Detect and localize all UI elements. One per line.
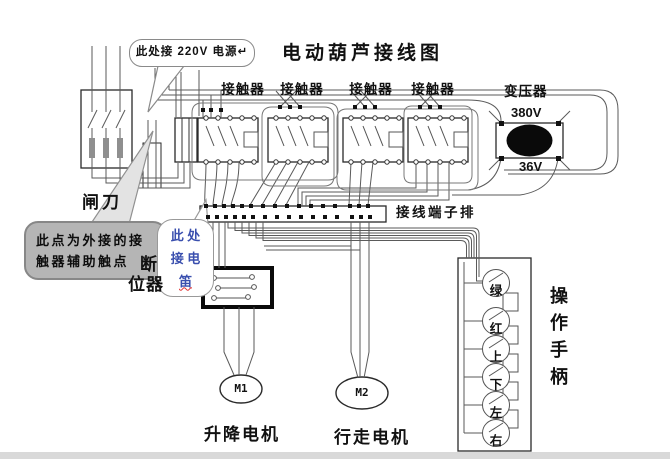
transformer-label: 变压器	[504, 84, 548, 99]
wires	[87, 46, 619, 434]
horn-callout-line1: 此 处	[170, 228, 201, 243]
limiter-label-line2: 位器	[128, 275, 164, 294]
motor-m2-body	[335, 376, 389, 410]
aux-contact-callout: 此点为外接的接触器辅助触点	[24, 221, 167, 280]
transformer-core	[506, 124, 553, 157]
footer-gray-band	[0, 452, 670, 459]
power-callout: 此处接 220V 电源↵	[129, 39, 255, 67]
terminal-strip-box	[199, 205, 387, 223]
button-green-label: 绿	[489, 284, 503, 298]
voltage-36-label: 36V	[519, 159, 543, 174]
terminal-strip-dots	[204, 204, 372, 219]
horn-callout: 此 处 接 电 笛	[157, 219, 214, 297]
contactor-3-label: 接触器	[349, 82, 393, 97]
button-up-label: 上	[489, 350, 503, 364]
button-red-label: 红	[489, 322, 503, 336]
knife-switch-label: 闸刀	[82, 193, 122, 212]
transformer-terminals	[499, 121, 561, 161]
contactor-4-label: 接触器	[411, 82, 455, 97]
handle-label: 操作手柄	[548, 286, 568, 394]
limiter-label-line1: 断	[140, 255, 157, 274]
wire-loops	[191, 102, 479, 191]
voltage-380-label: 380V	[511, 105, 542, 120]
contactor-1-label: 接触器	[221, 82, 265, 97]
contactor-2-label: 接触器	[280, 82, 324, 97]
contactor-input-block	[174, 117, 198, 163]
motor2-tag: M2	[355, 386, 369, 399]
terminal-strip-label: 接线端子排	[396, 205, 476, 220]
horn-callout-line3: 笛	[178, 273, 192, 289]
button-left-label: 左	[489, 406, 503, 420]
motor1-tag: M1	[234, 382, 248, 395]
contactor-1-top-dots	[201, 108, 223, 112]
fuse-2	[103, 138, 109, 158]
motor2-name-label: 行走电机	[334, 428, 410, 447]
fuse-3	[117, 138, 123, 158]
motor1-name-label: 升降电机	[204, 425, 280, 444]
power-callout-tail	[147, 65, 186, 113]
fuse-1	[89, 138, 95, 158]
button-right-label: 右	[489, 434, 503, 448]
handle-connector-blocks	[502, 292, 519, 429]
horn-callout-line2: 接 电	[170, 250, 201, 266]
page-title: 电动葫芦接线图	[282, 43, 444, 64]
motor-m1-body	[219, 374, 263, 404]
button-down-label: 下	[489, 378, 503, 392]
